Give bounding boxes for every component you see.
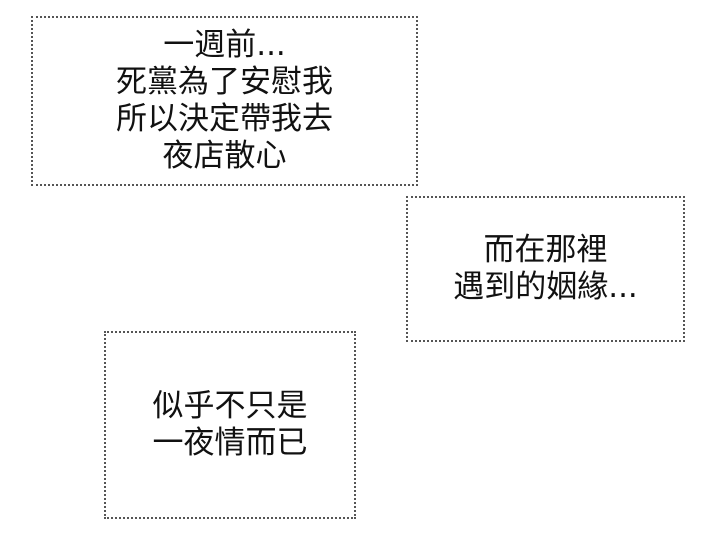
- caption-box-1: 一週前... 死黨為了安慰我 所以決定帶我去 夜店散心: [31, 16, 418, 186]
- caption-line: 一週前...: [163, 27, 286, 63]
- caption-box-3: 似乎不只是 一夜情而已: [104, 331, 356, 519]
- caption-line: 夜店散心: [162, 138, 287, 174]
- caption-line: 所以決定帶我去: [116, 101, 333, 137]
- caption-line: 死黨為了安慰我: [116, 64, 333, 100]
- caption-line: 似乎不只是: [152, 388, 308, 424]
- caption-line: 一夜情而已: [152, 425, 308, 461]
- caption-line: 而在那裡: [483, 232, 608, 268]
- caption-line: 遇到的姻緣...: [453, 269, 638, 305]
- caption-box-2: 而在那裡 遇到的姻緣...: [406, 196, 685, 342]
